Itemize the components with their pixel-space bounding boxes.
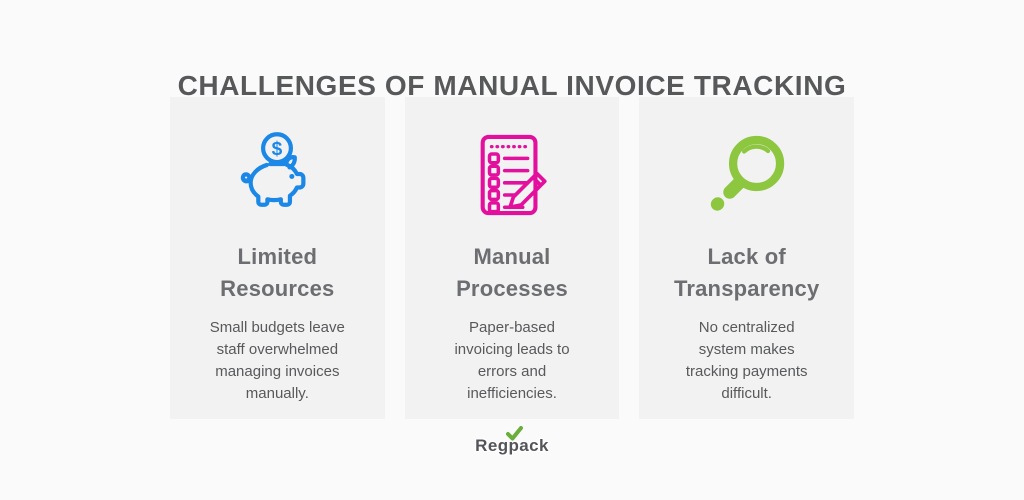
logo-text: Regpack: [475, 436, 549, 455]
card-title: Manual Processes: [456, 244, 568, 301]
card-limited-resources: $ Limited Resources Small budgets leave …: [170, 97, 385, 419]
checkmark-icon: [506, 426, 524, 441]
footer: Regpack: [0, 426, 1024, 456]
magnifying-glass-icon: [639, 130, 854, 220]
page-title: CHALLENGES OF MANUAL INVOICE TRACKING: [177, 69, 847, 101]
card-manual-processes: Manual Processes Paper-based invoicing l…: [404, 97, 620, 419]
card-lack-of-transparency: Lack of Transparency No centralized syst…: [639, 97, 855, 419]
piggy-bank-icon: $: [170, 130, 385, 220]
card-description: Small budgets leave staff overwhelmed ma…: [209, 319, 345, 402]
regpack-logo: Regpack: [475, 426, 549, 456]
card-title: Limited Resources: [220, 244, 335, 301]
checklist-pencil-icon: [405, 130, 620, 220]
svg-text:$: $: [272, 139, 283, 160]
cards-row: $ Limited Resources Small budgets leave …: [170, 97, 855, 419]
card-title: Lack of Transparency: [673, 244, 820, 301]
card-description: No centralized system makes tracking pay…: [685, 319, 808, 402]
card-description: Paper-based invoicing leads to errors an…: [454, 319, 570, 402]
